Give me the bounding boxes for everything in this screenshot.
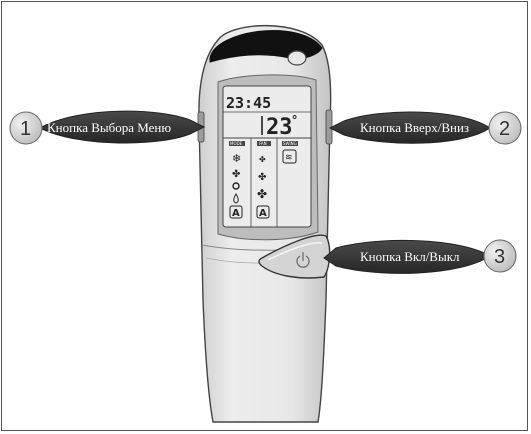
callout-3-label: Кнопка Вкл/Выкл — [360, 249, 460, 264]
fan-auto-icon: A — [259, 208, 267, 219]
callout-2-number: 2 — [499, 118, 510, 140]
temperature-display: 23 — [266, 115, 293, 140]
fan-icon: ✤ — [232, 169, 240, 180]
fan-high-icon: ✤ — [257, 187, 267, 201]
snowflake-icon: ❄ — [232, 152, 241, 165]
fan-low-icon: ✤ — [259, 155, 266, 164]
clock-display: 23:45 — [226, 94, 271, 112]
callout-1: 1 Кнопка Выбора Меню — [10, 111, 204, 144]
fan-column-header: FAN — [259, 141, 267, 146]
callout-2: 2 Кнопка Вверх/Вниз — [330, 112, 521, 144]
mode-column-header: MODE — [230, 141, 243, 146]
callout-3-number: 3 — [494, 246, 505, 268]
swing-icon: ≋ — [285, 153, 293, 163]
degree-symbol: ° — [291, 113, 298, 127]
callout-3: 3 Кнопка Вкл/Выкл — [324, 240, 516, 273]
callout-1-number: 1 — [20, 118, 31, 140]
lcd-screen: 23:45 23 ° MODE FAN SWING ❄ ✤ A ✤ ✤ ✤ A — [223, 86, 311, 227]
callout-2-label: Кнопка Вверх/Вниз — [360, 120, 469, 135]
callout-1-label: Кнопка Выбора Меню — [47, 120, 171, 135]
fan-mid-icon: ✤ — [258, 172, 266, 183]
swing-column-header: SWING — [283, 141, 297, 146]
auto-mode-icon: A — [232, 208, 240, 219]
led-indicator — [288, 51, 306, 65]
